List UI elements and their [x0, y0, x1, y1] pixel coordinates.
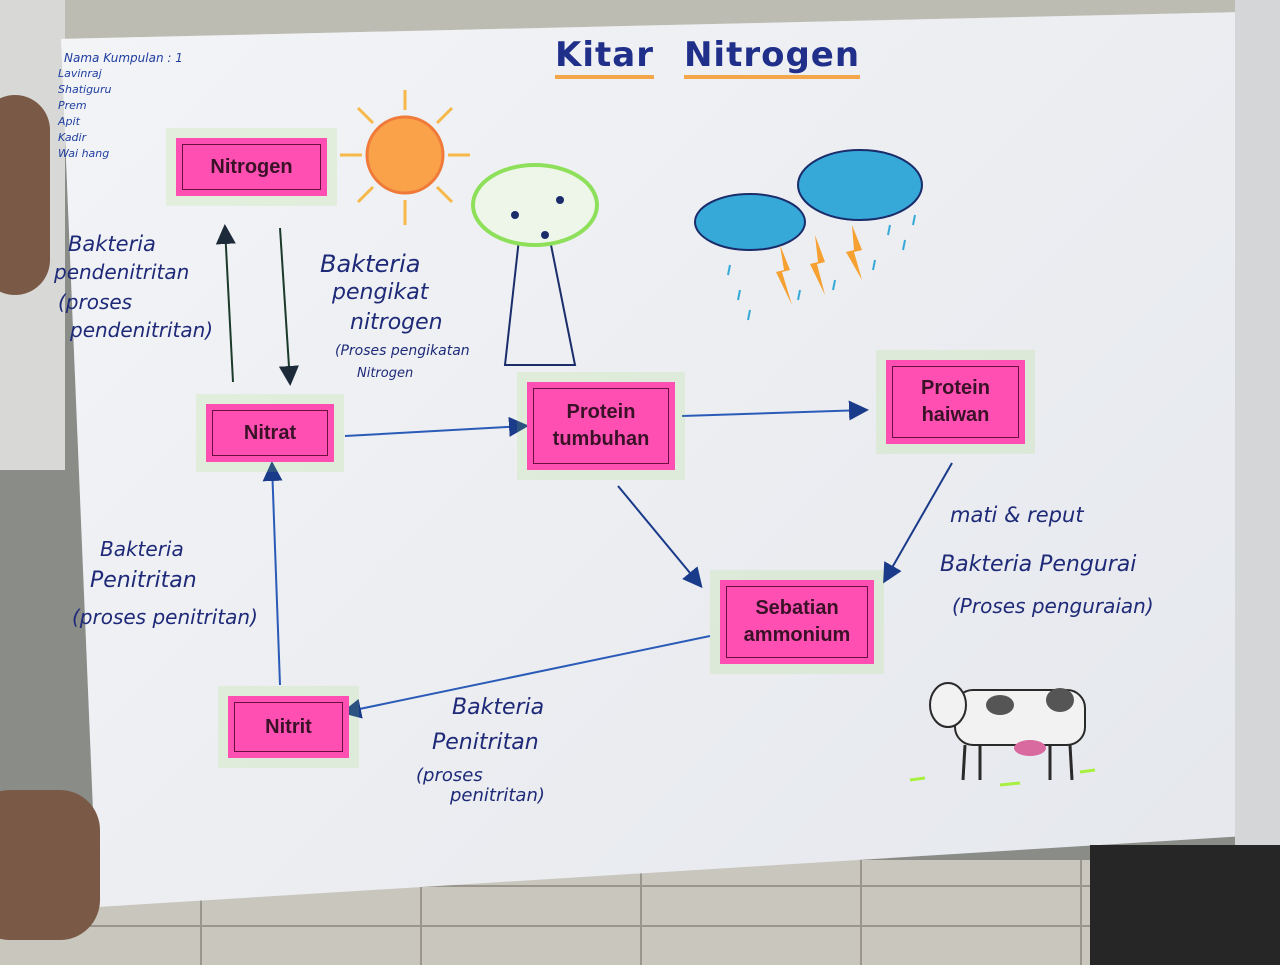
label-line: Bakteria	[320, 250, 421, 278]
box-label: Sebatian	[755, 597, 839, 619]
member-name: Wai hang	[58, 147, 110, 160]
box-label: Protein	[566, 401, 636, 423]
group-members: Nama Kumpulan : 1 Lavinraj Shatiguru Pre…	[58, 50, 183, 162]
label-line: Nitrogen	[357, 366, 414, 381]
label-line: (proses	[416, 765, 483, 786]
label-line: Bakteria	[100, 537, 184, 561]
tree-drawing	[471, 163, 599, 366]
left-hand-top	[0, 95, 50, 295]
box-nitrogen: Nitrogen	[176, 138, 327, 196]
label-line: pendenitritan)	[70, 318, 214, 342]
box-label: Nitrat	[243, 421, 297, 444]
label-line: penitritan)	[450, 785, 545, 806]
member-name: Shatiguru	[58, 83, 112, 96]
member-name: Apit	[58, 115, 80, 128]
box-label: haiwan	[921, 404, 990, 426]
label-line: Bakteria	[452, 695, 545, 720]
label-line: mati & reput	[950, 503, 1084, 527]
label-line: (Proses penguraian)	[952, 594, 1154, 618]
label-line: pengikat	[332, 280, 429, 305]
label-line: pendenitritan	[54, 260, 190, 284]
box-protein-haiwan: Protein haiwan	[886, 360, 1025, 444]
person-right	[1235, 0, 1280, 965]
box-label: Nitrogen	[210, 155, 293, 178]
member-name: Prem	[58, 99, 87, 112]
box-label: Nitrit	[265, 715, 312, 738]
left-hand-bottom	[0, 790, 100, 940]
member-name: Kadir	[58, 131, 87, 144]
sun-drawing	[340, 90, 470, 225]
box-label: ammonium	[743, 624, 851, 646]
box-protein-tumbuhan: Protein tumbuhan	[527, 382, 675, 470]
member-name: Lavinraj	[58, 67, 102, 80]
poster-title: Kitar Nitrogen	[555, 35, 890, 79]
label-line: nitrogen	[350, 310, 443, 335]
label-line: Bakteria Pengurai	[940, 552, 1137, 577]
label-line: (proses penitritan)	[72, 605, 258, 629]
label-line: (Proses pengikatan	[335, 343, 470, 359]
box-nitrat: Nitrat	[206, 404, 334, 462]
label-line: Penitritan	[90, 568, 197, 593]
label-line: (proses	[58, 290, 133, 314]
person-right-legs	[1090, 845, 1280, 965]
box-nitrit: Nitrit	[228, 696, 349, 758]
title-word-1: Kitar	[555, 35, 654, 79]
label-line: Bakteria	[68, 232, 156, 256]
box-label: Protein	[921, 377, 990, 399]
group-heading: Nama Kumpulan : 1	[64, 51, 183, 65]
title-word-2: Nitrogen	[683, 35, 861, 79]
rain-cloud-drawing	[694, 149, 923, 321]
label-line: Penitritan	[432, 730, 539, 755]
box-label: tumbuhan	[552, 428, 650, 450]
box-sebatian-ammonium: Sebatian ammonium	[720, 580, 874, 664]
cow-drawing	[909, 682, 1096, 787]
